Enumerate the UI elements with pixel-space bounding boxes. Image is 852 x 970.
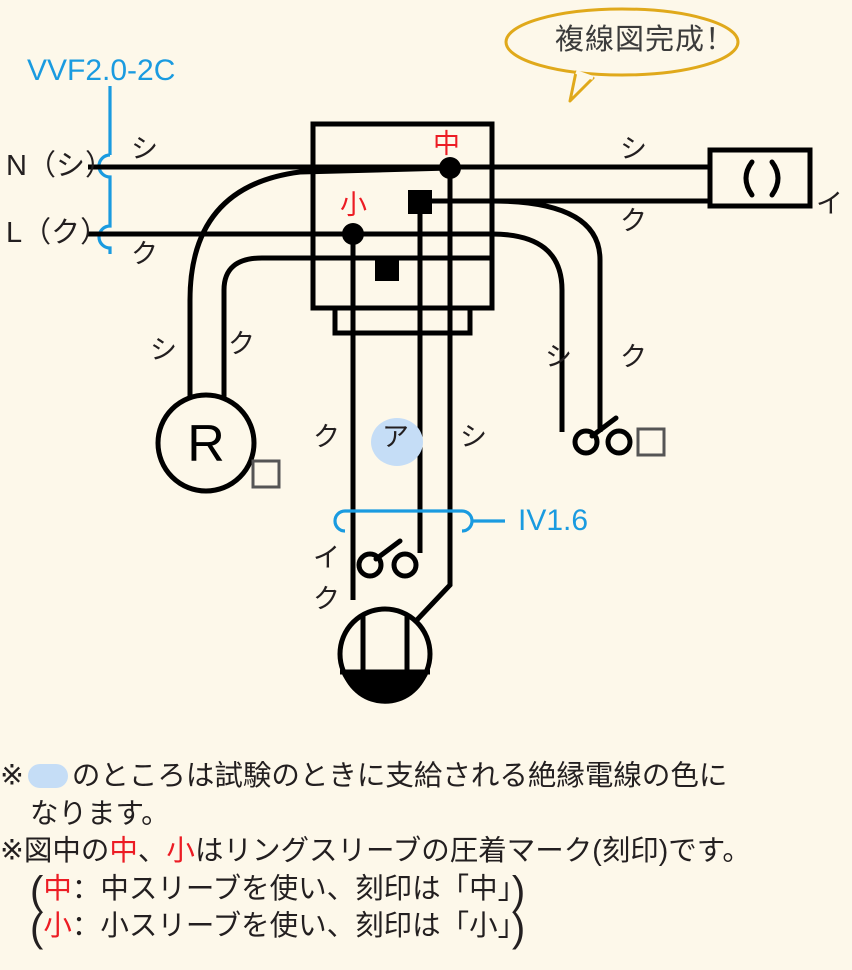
note-5-open-paren: ( — [30, 906, 44, 951]
wire-label-ku-center: ク — [313, 422, 340, 452]
device-mark-squares — [251, 427, 666, 489]
wire-label-ku-pilot: ク — [228, 329, 255, 359]
wire-ceiling-shi — [413, 333, 453, 624]
note-4-text: ：中スリーブを使い、刻印は「中」 — [71, 872, 512, 905]
note-3-c: はリングスリーブの圧着マーク(刻印)です。 — [194, 835, 751, 868]
note-3-b: 、 — [137, 835, 167, 868]
note-4-red: 中 — [43, 872, 72, 905]
wire-label-a-center: ア — [382, 422, 409, 452]
note-1-text: のところは試験のときに支給される絶縁電線の色に — [71, 760, 728, 792]
note-4-close-paren: ) — [511, 868, 526, 913]
device-mark-ceiling-ku: ク — [313, 584, 340, 614]
note-5-close-paren: ) — [511, 906, 526, 951]
wire-label-shi-switch-right: シ — [545, 342, 572, 372]
switch-right-symbol — [572, 415, 633, 456]
receptacle-symbol — [707, 147, 813, 209]
highlight-supplied-wire-color — [371, 418, 423, 466]
color-swatch-icon — [27, 764, 68, 788]
note-3-red-small: 小 — [166, 835, 195, 868]
node-medium-sleeve — [439, 157, 461, 179]
note-5-red: 小 — [43, 910, 72, 943]
box-internal-wiring — [187, 165, 603, 432]
joint-lower — [375, 257, 399, 281]
callout-bubble — [504, 7, 740, 103]
ceiling-rose-symbol — [337, 606, 433, 704]
note-5-text: ：小スリーブを使い、刻印は「小」 — [71, 910, 512, 943]
junction-box — [310, 121, 495, 336]
wire-label-shi-top-left: シ — [131, 134, 158, 164]
wire-right-switch-shi — [491, 231, 565, 432]
note-3-red-medium: 中 — [109, 835, 138, 868]
wire-label-shi-center: シ — [460, 422, 487, 452]
terminal-neutral-label: N（シ） — [6, 150, 114, 182]
sleeve-mark-small: 小 — [340, 190, 367, 220]
wire-pilot-neutral — [187, 165, 451, 420]
sleeve-mark-medium: 中 — [433, 129, 460, 159]
note-4-open-paren: ( — [30, 868, 44, 913]
wire-pilot-live — [221, 255, 492, 420]
vvf-cable-marker — [97, 86, 112, 254]
supply-lines — [88, 164, 710, 237]
iv-cable-label: IV1.6 — [518, 504, 589, 537]
iv-cable-marker — [333, 509, 505, 533]
vvf-cable-label: VVF2.0-2C — [27, 54, 176, 87]
note-1-bullet: ※ — [0, 760, 24, 792]
terminal-live-label: L（ク） — [6, 217, 110, 249]
lower-wiring — [350, 333, 453, 624]
wire-label-ku-switch-right: ク — [620, 342, 647, 372]
wire-label-ku-top-left: ク — [131, 239, 158, 269]
switch-ceiling-symbol — [356, 538, 419, 579]
note-line-3: ※図中の中、小はリングスリーブの圧着マーク(刻印)です。 — [0, 833, 852, 871]
wire-right-switch-ku — [491, 198, 603, 432]
note-2-text: なります。 — [30, 797, 170, 830]
wire-label-shi-pilot: シ — [150, 335, 177, 365]
note-line-4: (中：中スリーブを使い、刻印は「中」) — [0, 871, 852, 911]
device-mark-receptacle-i: イ — [816, 189, 843, 219]
square-mark-switch — [636, 427, 666, 457]
device-mark-ceiling-i: イ — [313, 543, 340, 573]
note-line-5: (小：小スリーブを使い、刻印は「小」) — [0, 908, 852, 948]
connection-nodes — [342, 157, 461, 245]
svg-text:R: R — [187, 415, 225, 473]
wire-label-ku-top-right: ク — [620, 206, 647, 236]
note-3-a: ※図中の — [0, 835, 110, 868]
note-line-1: ※ のところは試験のときに支給される絶縁電線の色に — [0, 758, 852, 796]
callout-bubble-text: 複線図完成！ — [555, 24, 736, 56]
notes-block: ※のところは試験のときに支給される絶縁電線の色に なります。 ※図中の中、小はリ… — [0, 758, 852, 948]
square-mark-pilot — [251, 459, 281, 489]
node-small-sleeve — [342, 223, 364, 245]
square-joints — [375, 190, 432, 281]
pilot-lamp-symbol: R — [155, 392, 257, 494]
note-line-2: なります。 — [0, 796, 852, 834]
wire-label-shi-top-right: シ — [620, 134, 647, 164]
joint-upper — [408, 190, 432, 214]
